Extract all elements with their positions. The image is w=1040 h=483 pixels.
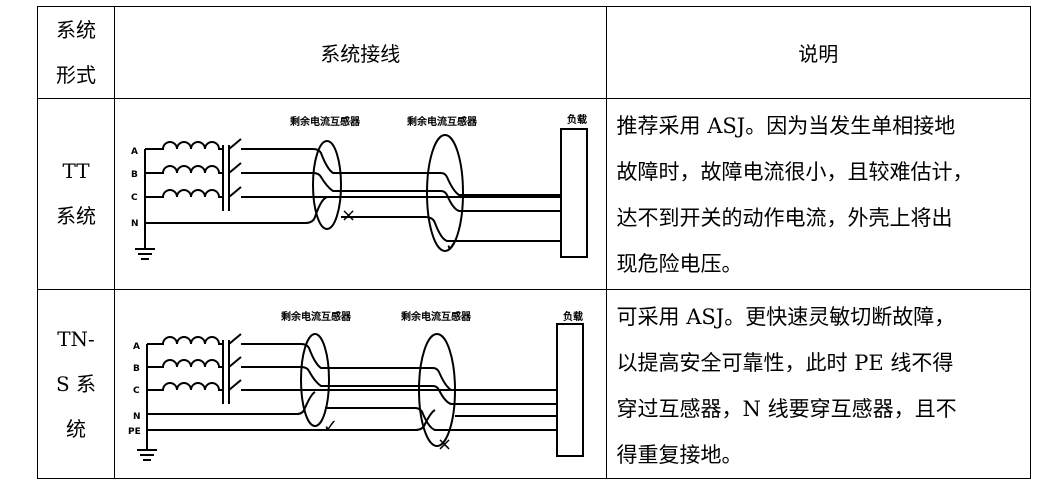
tns-ct2-label: 剩余电流互感器 xyxy=(401,310,472,323)
tns-ct1-check-icon: ✓ xyxy=(323,416,338,437)
tns-label-pe: PE xyxy=(128,427,141,437)
tns-type-cell: TN- S 系 统 xyxy=(36,289,116,479)
tns-desc-line: 得重复接地。 xyxy=(616,443,743,467)
tt-description: 推荐采用 ASJ。因为当发生单相接地 故障时，故障电流很小，且较难估计， 达不到… xyxy=(605,98,1032,290)
row-tns: TN- S 系 统 A B C N PE xyxy=(36,289,1032,479)
tt-label-a: A xyxy=(131,147,138,157)
tt-desc-line: 达不到开关的动作电流，外壳上将出 xyxy=(616,206,953,230)
tns-label-b: B xyxy=(133,364,140,374)
row-tt: TT 系统 A B C N xyxy=(36,98,1032,290)
system-table: 系统 形式 系统接线 说明 TT 系统 A B C N xyxy=(36,6,1032,479)
tns-load-label: 负载 xyxy=(563,310,583,323)
tns-ct2-cross-icon: × xyxy=(437,434,452,455)
tt-wiring-diagram: A B C N xyxy=(131,113,589,260)
tt-desc-line: 现危险电压。 xyxy=(616,252,743,276)
tns-desc-line: 以提高安全可靠性，此时 PE 线不得 xyxy=(616,351,954,375)
tns-label-c: C xyxy=(133,386,140,396)
tt-label-n: N xyxy=(131,219,139,229)
tt-wires xyxy=(135,128,589,260)
tt-load-label: 负载 xyxy=(567,113,587,126)
tt-type-line2: 系统 xyxy=(56,204,97,228)
tns-desc-line: 穿过互感器，N 线要穿互感器，且不 xyxy=(616,397,957,421)
header-description: 说明 xyxy=(605,6,1032,99)
header-system-type-line1: 系统 xyxy=(56,17,97,42)
tns-type-line1: TN- xyxy=(57,326,95,351)
tns-diagram-cell: A B C N PE xyxy=(114,289,607,479)
header-system-type-line2: 形式 xyxy=(56,62,97,87)
tns-wiring-diagram: A B C N PE xyxy=(128,310,585,461)
tt-diagram-cell: A B C N xyxy=(114,98,607,290)
tt-label-b: B xyxy=(131,170,138,180)
tt-ct1-cross-icon: × xyxy=(341,205,356,226)
header-system-type: 系统 形式 xyxy=(36,6,116,99)
tns-label-a: A xyxy=(133,342,140,352)
tns-type-line2: S 系 xyxy=(56,371,97,396)
header-row: 系统 形式 系统接线 说明 xyxy=(36,6,1032,99)
tns-desc-line: 可采用 ASJ。更快速灵敏切断故障， xyxy=(616,305,956,329)
tns-wires xyxy=(137,323,585,461)
tt-type-cell: TT 系统 xyxy=(36,98,116,290)
header-wiring: 系统接线 xyxy=(114,6,607,99)
tns-ct1-label: 剩余电流互感器 xyxy=(281,310,352,323)
tt-desc-line: 推荐采用 ASJ。因为当发生单相接地 xyxy=(616,114,956,138)
tt-label-c: C xyxy=(131,193,138,203)
tt-ct1-label: 剩余电流互感器 xyxy=(290,115,361,128)
tt-ct2-check-icon: ✓ xyxy=(445,235,460,256)
tns-type-line3: 统 xyxy=(66,416,87,441)
tt-ct2-label: 剩余电流互感器 xyxy=(407,115,478,128)
tt-type-line1: TT xyxy=(62,159,90,183)
tns-label-n: N xyxy=(133,412,141,422)
tt-desc-line: 故障时，故障电流很小，且较难估计， xyxy=(616,160,974,184)
tns-description: 可采用 ASJ。更快速灵敏切断故障， 以提高安全可靠性，此时 PE 线不得 穿过… xyxy=(605,289,1032,479)
